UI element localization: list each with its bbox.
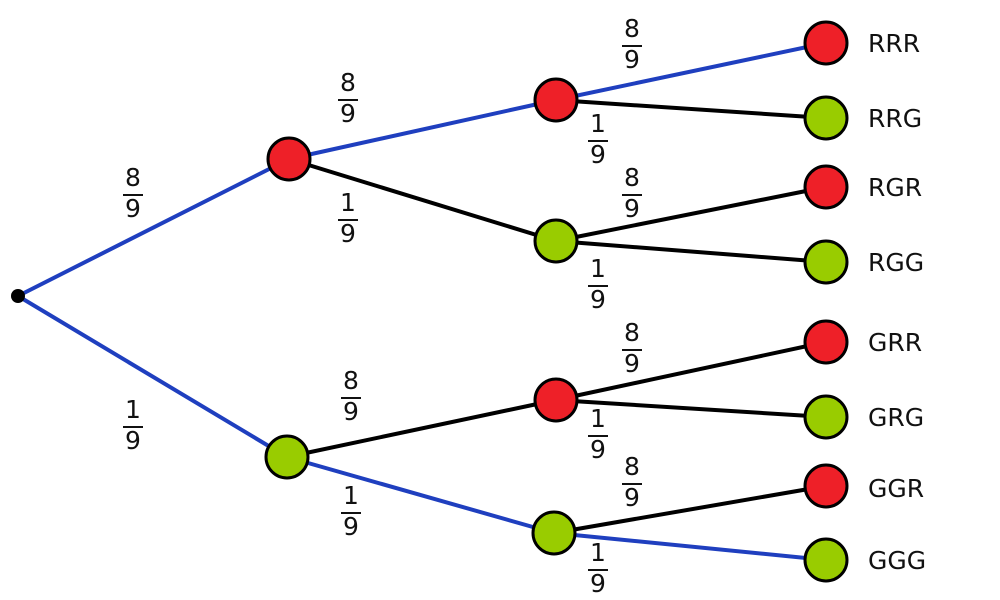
node-gg <box>531 510 577 556</box>
fraction-g-to-gg: 1 9 <box>341 481 361 541</box>
fraction-gr-to-grg: 1 9 <box>588 404 608 464</box>
node-red-first <box>266 136 312 182</box>
outcome-labels: RRR RRG RGR RGG GRR GRG GGR GGG <box>868 29 926 575</box>
numerator: 1 <box>590 109 606 138</box>
fraction-rr-to-rrg: 1 9 <box>588 109 608 169</box>
numerator: 8 <box>624 452 640 481</box>
outcome-label-grg: GRG <box>868 403 924 432</box>
edge-root-to-red <box>16 157 291 298</box>
node-rr <box>533 77 579 123</box>
fraction-gg-to-ggr: 8 9 <box>622 452 642 512</box>
denominator: 9 <box>590 140 606 169</box>
denominator: 9 <box>590 569 606 598</box>
node-rgg <box>803 239 849 285</box>
fraction-rg-to-rgg: 1 9 <box>588 254 608 314</box>
edge-rg-to-rgr <box>554 185 828 243</box>
edge-rr-to-rrg <box>554 98 828 120</box>
numerator: 1 <box>590 254 606 283</box>
numerator: 8 <box>624 318 640 347</box>
denominator: 9 <box>624 483 640 512</box>
edge-g-to-gg <box>285 455 556 535</box>
edge-gg-to-ggg <box>552 531 828 562</box>
numerator: 8 <box>624 14 640 43</box>
numerator: 8 <box>125 163 141 192</box>
numerator: 1 <box>125 395 141 424</box>
outcome-label-rgg: RGG <box>868 248 924 277</box>
fraction-root-to-green: 1 9 <box>123 395 143 455</box>
edge-gr-to-grr <box>554 340 828 402</box>
numerator: 1 <box>590 538 606 567</box>
node-rgr <box>803 164 849 210</box>
fraction-r-to-rr: 8 9 <box>338 68 358 128</box>
denominator: 9 <box>624 349 640 378</box>
node-rrr <box>803 20 849 66</box>
denominator: 9 <box>125 426 141 455</box>
denominator: 9 <box>590 435 606 464</box>
edge-root-to-green <box>16 294 289 459</box>
denominator: 9 <box>624 45 640 74</box>
outcome-label-ggg: GGG <box>868 546 926 575</box>
denominator: 9 <box>343 397 359 426</box>
node-ggg <box>803 537 849 583</box>
outcome-label-ggr: GGR <box>868 474 924 503</box>
fraction-rr-to-rrr: 8 9 <box>622 14 642 74</box>
node-gr <box>533 377 579 423</box>
node-grg <box>803 394 849 440</box>
denominator: 9 <box>340 219 356 248</box>
outcome-label-rrr: RRR <box>868 29 920 58</box>
numerator: 8 <box>340 68 356 97</box>
fraction-gg-to-ggg: 1 9 <box>588 538 608 598</box>
denominator: 9 <box>343 512 359 541</box>
fraction-r-to-rg: 1 9 <box>338 188 358 248</box>
nodes <box>264 20 849 583</box>
denominator: 9 <box>125 194 141 223</box>
denominator: 9 <box>590 285 606 314</box>
fraction-root-to-red: 8 9 <box>123 163 143 223</box>
denominator: 9 <box>340 99 356 128</box>
outcome-label-rgr: RGR <box>868 173 922 202</box>
edges <box>16 41 828 562</box>
denominator: 9 <box>624 194 640 223</box>
root-node <box>11 289 25 303</box>
node-grr <box>803 319 849 365</box>
node-ggr <box>803 463 849 509</box>
numerator: 1 <box>590 404 606 433</box>
node-green-first <box>264 434 310 480</box>
edge-rr-to-rrr <box>554 41 828 102</box>
outcome-label-rrg: RRG <box>868 104 922 133</box>
fraction-rg-to-rgr: 8 9 <box>622 163 642 223</box>
edge-gr-to-grg <box>554 398 828 419</box>
edge-g-to-gr <box>285 398 558 459</box>
fraction-g-to-gr: 8 9 <box>341 366 361 426</box>
edge-rg-to-rgg <box>554 239 828 264</box>
fraction-gr-to-grr: 8 9 <box>622 318 642 378</box>
edge-r-to-rg <box>287 157 558 243</box>
numerator: 1 <box>343 481 359 510</box>
node-rg <box>533 218 579 264</box>
numerator: 8 <box>624 163 640 192</box>
numerator: 1 <box>340 188 356 217</box>
edge-gg-to-ggr <box>552 484 828 535</box>
numerator: 8 <box>343 366 359 395</box>
node-rrg <box>803 95 849 141</box>
outcome-label-grr: GRR <box>868 328 922 357</box>
edge-r-to-rr <box>287 98 558 161</box>
